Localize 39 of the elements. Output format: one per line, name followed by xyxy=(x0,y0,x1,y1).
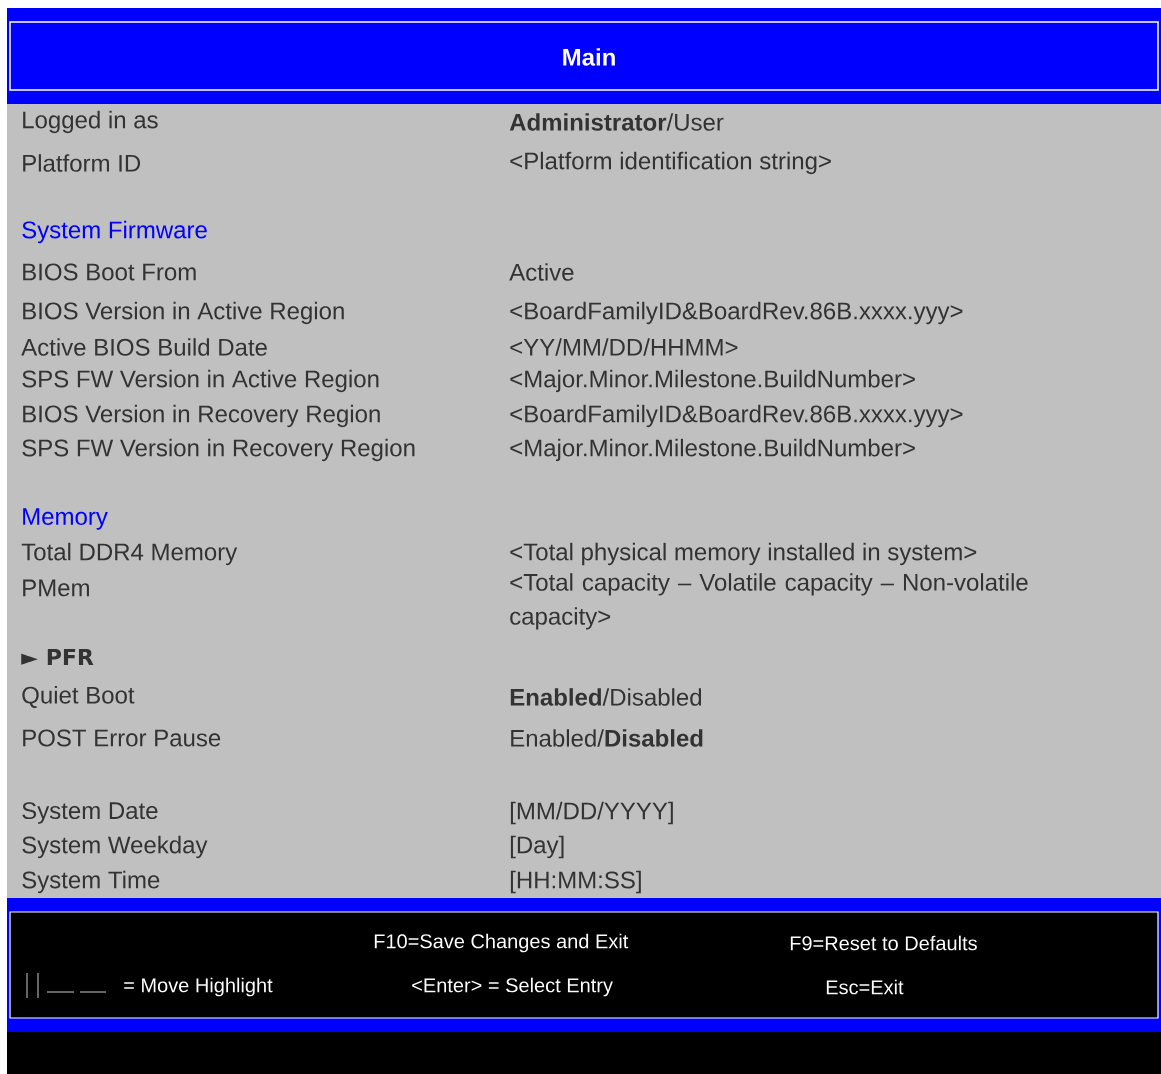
field-label: PMem xyxy=(23,579,89,597)
field-value: <Major.Minor.Milestone.BuildNumber> xyxy=(510,438,915,462)
field-value: <Platform identification string> xyxy=(510,151,831,175)
key-hint: F9=Reset to Defaults xyxy=(790,935,977,951)
field-label: Total DDR4 Memory xyxy=(21,542,238,566)
field-label: BIOS Version in Active Region xyxy=(23,301,344,325)
field-value: Active xyxy=(509,263,574,281)
field-value: [MM/DD/YYYY] xyxy=(510,801,673,825)
field-value: <Total physical memory installed in system> xyxy=(510,542,977,566)
section-heading: Memory xyxy=(23,508,108,530)
section-heading: System Firmware xyxy=(22,220,207,244)
submenu-link: ► PFR xyxy=(21,648,94,665)
field-label: SPS FW Version in Recovery Region xyxy=(22,438,415,462)
field-value: <YY/MM/DD/HHMM> xyxy=(510,338,738,356)
field-label: Logged in as xyxy=(23,110,158,134)
field-label: SPS FW Version in Active Region xyxy=(22,369,379,393)
field-value: <Total capacity – Volatile capacity – Non-volatile capacity> xyxy=(510,573,1028,630)
key-hint: F10=Save Changes and Exit xyxy=(374,933,629,953)
key-hint: Esc=Exit xyxy=(826,979,904,995)
field-value: [Day] xyxy=(510,835,564,859)
title: Main xyxy=(563,48,615,66)
field-label: System Date xyxy=(22,802,158,824)
field-value: <BoardFamilyID&BoardRev.86B.xxxx.yyy> xyxy=(510,404,963,428)
field-label: BIOS Version in Recovery Region xyxy=(23,404,380,428)
field-label: POST Error Pause xyxy=(23,729,221,747)
field-label: BIOS Boot From xyxy=(23,263,196,281)
key-hint: = Move Highlight xyxy=(124,977,273,997)
field-value: <BoardFamilyID&BoardRev.86B.xxxx.yyy> xyxy=(510,301,963,325)
field-value: Administrator/User xyxy=(509,113,724,131)
field-value: Enabled/Disabled xyxy=(510,688,702,706)
field-value: [HH:MM:SS] xyxy=(510,870,641,894)
field-value: <Major.Minor.Milestone.BuildNumber> xyxy=(510,369,915,393)
field-label: System Time xyxy=(22,870,160,894)
field-label: Active BIOS Build Date xyxy=(21,338,267,356)
key-hint: <Enter> = Select Entry xyxy=(412,977,613,997)
field-value: Enabled/Disabled xyxy=(511,729,703,747)
field-label: Quiet Boot xyxy=(22,686,135,708)
field-label: Platform ID xyxy=(23,154,141,172)
field-label: System Weekday xyxy=(22,835,208,859)
